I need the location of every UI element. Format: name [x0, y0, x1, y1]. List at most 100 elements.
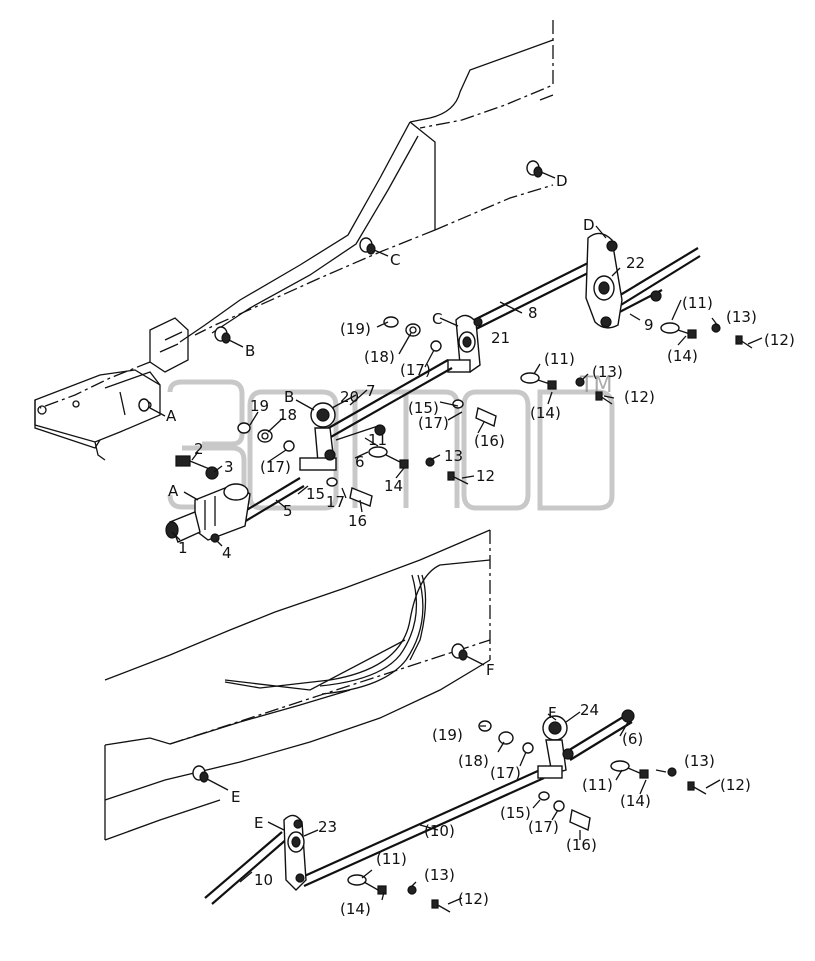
label-16a: (16) [474, 432, 505, 450]
label-5: 5 [283, 502, 293, 520]
label-11c: 11 [368, 431, 387, 449]
label-19c: (19) [432, 726, 463, 744]
label-21: 21 [491, 329, 510, 347]
fastener-set-lower-right [610, 760, 707, 795]
label-15b: 15 [306, 485, 325, 503]
label-18b: 18 [278, 406, 297, 424]
label-1: 1 [178, 539, 188, 557]
bushing-18-a [405, 323, 421, 337]
label-17d: 17 [326, 493, 345, 511]
label-18c: (18) [458, 752, 489, 770]
crank-arm-24 [537, 715, 574, 779]
label-12a: (12) [764, 331, 795, 349]
label-13a: (13) [726, 308, 757, 326]
label-12d: (12) [720, 776, 751, 794]
pivot-arm-21 [447, 314, 483, 373]
label-23: 23 [318, 818, 337, 836]
bushing-18-c [498, 731, 514, 745]
label-10b: 10 [254, 871, 273, 889]
mount-e-top [192, 765, 229, 791]
label-22: 22 [626, 254, 645, 272]
wiper-motor-1 [165, 483, 251, 543]
label-6: 6 [355, 453, 365, 471]
washer-19-a [383, 316, 399, 328]
label-C-top: C [390, 251, 400, 269]
label-8: 8 [528, 304, 538, 322]
washer-15-c [538, 791, 550, 801]
mount-f-top [451, 643, 485, 666]
label-11b: (11) [544, 350, 575, 368]
mount-b-top [214, 326, 244, 348]
lower-linkage [204, 709, 707, 913]
label-13d: (13) [684, 752, 715, 770]
label-14a: (14) [667, 347, 698, 365]
label-17a: (17) [400, 361, 431, 379]
mount-a-top [138, 398, 166, 417]
perforated-arc [319, 574, 424, 695]
bushing-18-b [257, 429, 273, 443]
label-11a: (11) [682, 294, 713, 312]
label-16c: (16) [566, 836, 597, 854]
label-7: 7 [366, 382, 376, 400]
pin-16-a [452, 399, 497, 427]
washer-17-a [430, 340, 442, 352]
label-14b: (14) [530, 404, 561, 422]
fastener-set-lower-left [347, 874, 451, 913]
label-9: 9 [644, 316, 654, 334]
watermark-logo: TM [167, 373, 615, 511]
label-18a: (18) [364, 348, 395, 366]
crank-arm-22 [585, 232, 662, 329]
mount-d-top [526, 160, 556, 179]
label-19b: 19 [250, 397, 269, 415]
label-17b: (17) [418, 414, 449, 432]
label-11d: (11) [582, 776, 613, 794]
label-12b: (12) [624, 388, 655, 406]
fastener-set-middle-b [368, 446, 469, 485]
upper-body-panel [34, 20, 554, 461]
crank-arm-23 [283, 814, 307, 891]
washer-17-e [522, 742, 534, 754]
pivot-arm-20 [299, 402, 386, 471]
label-15c: (15) [500, 804, 531, 822]
label-D-arm: D [583, 216, 595, 234]
upper-mount-points [138, 160, 556, 417]
label-A-top: A [166, 407, 177, 425]
label-14d: (14) [620, 792, 651, 810]
pin-16-b [326, 477, 373, 507]
lower-body-panel [104, 529, 491, 841]
label-15a: (15) [408, 399, 439, 417]
label-A-motor: A [168, 482, 179, 500]
label-6b: (6) [622, 730, 643, 748]
label-17e: (17) [490, 764, 521, 782]
label-B-arm: B [284, 388, 294, 406]
label-12e: (12) [458, 890, 489, 908]
label-10a: (10) [424, 822, 455, 840]
label-11e: (11) [376, 850, 407, 868]
label-4: 4 [222, 544, 232, 562]
label-F-arm: F [548, 704, 557, 722]
label-13e: (13) [424, 866, 455, 884]
part-labels: D C B A (19) (18) (17) C 21 8 D 22 9 (11… [166, 172, 795, 918]
washer-17-f [553, 800, 565, 812]
washer-17-c [283, 440, 295, 452]
label-14c: 14 [384, 477, 403, 495]
washer-19-b [237, 422, 251, 434]
label-2: 2 [194, 440, 204, 458]
label-17f: (17) [528, 818, 559, 836]
label-14e: (14) [340, 900, 371, 918]
label-24: 24 [580, 701, 599, 719]
label-E-arm: E [254, 814, 263, 832]
label-D-top: D [556, 172, 568, 190]
label-17c: (17) [260, 458, 291, 476]
upper-linkage [165, 232, 753, 543]
label-16b: 16 [348, 512, 367, 530]
label-20: 20 [340, 388, 359, 406]
fastener-set-right-a [660, 322, 753, 349]
label-C-arm: C [432, 310, 442, 328]
label-13c: 13 [444, 447, 463, 465]
label-19a: (19) [340, 320, 371, 338]
mount-c-top [359, 237, 389, 257]
fastener-set-middle-a [520, 372, 613, 405]
pin-16-c [569, 808, 591, 832]
